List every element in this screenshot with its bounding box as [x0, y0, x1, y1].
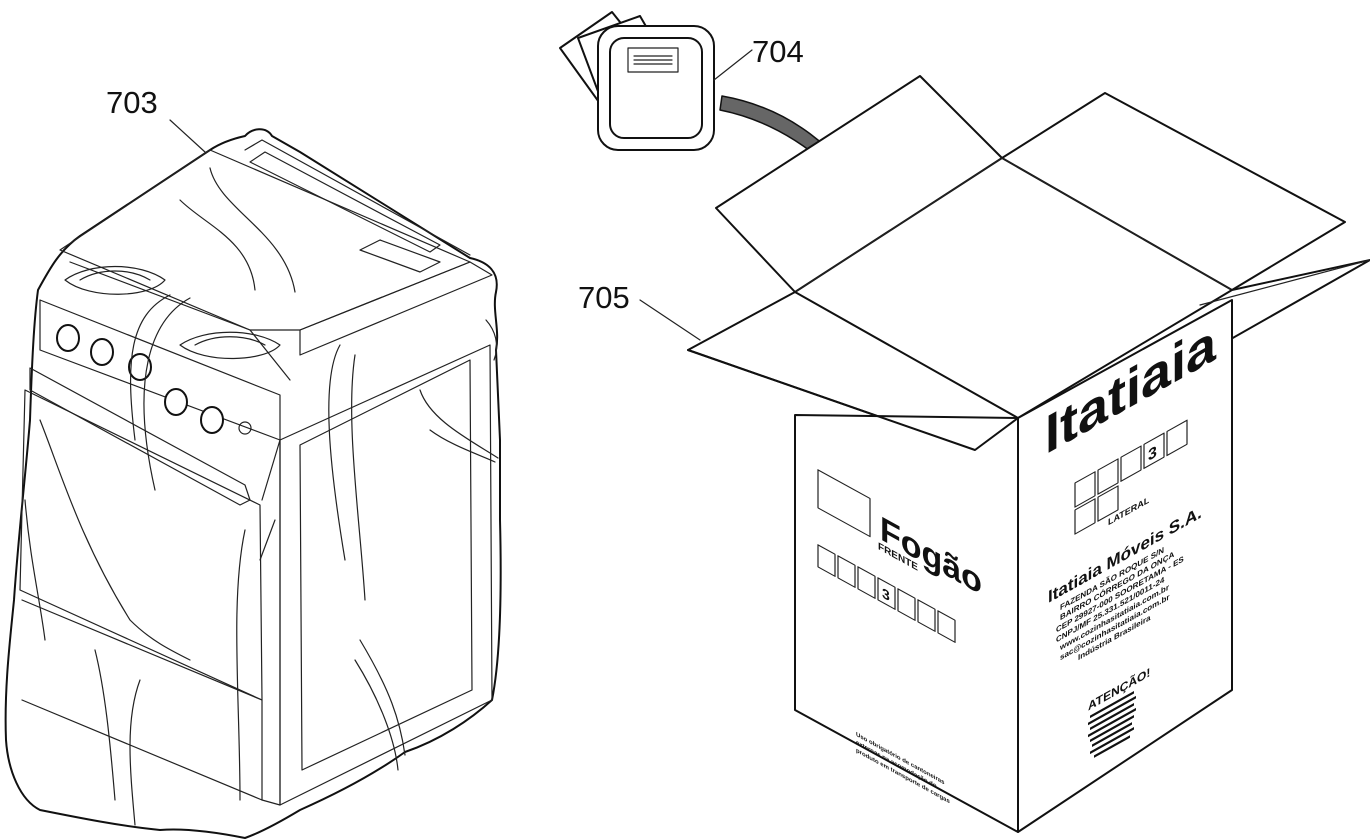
- knob-4: [164, 388, 188, 416]
- side-stack-number: 3: [1148, 441, 1157, 465]
- wrapped-stove: [4, 128, 502, 839]
- front-stack-number: 3: [882, 585, 890, 605]
- oven-door: [19, 389, 263, 701]
- box-side-face: [1017, 299, 1233, 833]
- knob-5: [200, 406, 224, 434]
- burner-grate-right: [179, 331, 281, 360]
- side-handling-icons: 3: [1074, 419, 1188, 535]
- side-window: [299, 359, 473, 771]
- leader-705: [639, 299, 701, 341]
- protective-cover-outline: [4, 128, 502, 839]
- control-knobs: [56, 324, 252, 435]
- storage-drawer: [21, 599, 263, 801]
- ref-label-705: 705: [578, 280, 630, 315]
- knob-1: [56, 324, 80, 352]
- manual-document: [559, 11, 715, 151]
- leader-704: [713, 49, 753, 81]
- shipping-box: Fogão FRENTE 3 Uso obrigatório de canton…: [687, 75, 1370, 833]
- front-handling-icons: 3: [817, 544, 956, 643]
- ref-703: 703: [106, 85, 206, 153]
- burner-grate-left: [64, 266, 166, 295]
- manual-cover: [597, 25, 715, 151]
- box-flap-back-right: [1001, 92, 1346, 291]
- knob-2: [90, 338, 114, 366]
- cover-wrinkles: [24, 167, 499, 826]
- oven-handle: [29, 367, 251, 506]
- ignition-button: [238, 421, 252, 435]
- front-label-box: [817, 469, 871, 538]
- warning-text-lines: [1088, 690, 1136, 758]
- side-panel: [279, 344, 493, 806]
- control-panel: [39, 299, 281, 441]
- ref-label-704: 704: [752, 34, 804, 69]
- ref-705: 705: [578, 280, 701, 341]
- manual-title-box: [627, 47, 679, 73]
- cooktop-top: [59, 149, 471, 331]
- leader-703: [169, 119, 206, 153]
- ref-704: 704: [713, 34, 804, 81]
- manual-cover-inner: [609, 37, 703, 139]
- ref-label-703: 703: [106, 85, 158, 120]
